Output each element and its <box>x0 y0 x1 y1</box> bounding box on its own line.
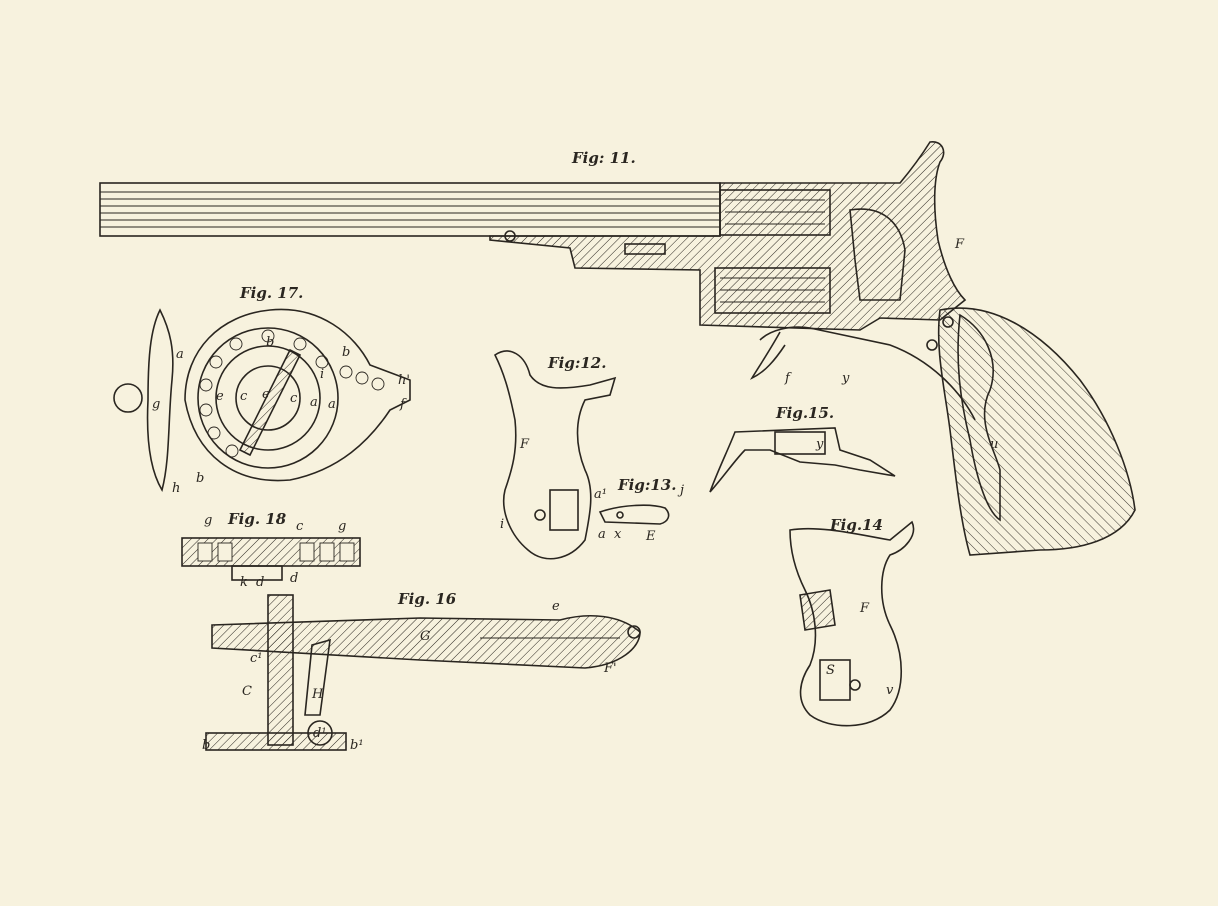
fig-13-label-a: a <box>598 527 606 542</box>
fig-11-revolver: Fig: 11. F f y u <box>99 141 1136 556</box>
fig-17-label-c2: c <box>290 391 298 406</box>
fig-16-label-d1: d¹ <box>313 726 327 741</box>
fig-18-label-g2: g <box>338 519 346 534</box>
fig-11-label-f: f <box>784 371 792 386</box>
fig-18-title: Fig. 18 <box>227 510 287 528</box>
fig-16-label-b: b <box>202 738 210 753</box>
fig-17-label-a2: a <box>310 395 318 410</box>
fig-17-label-b: b <box>342 345 350 360</box>
fig-16-label-c1: c¹ <box>250 651 263 666</box>
fig-17-label-h: h <box>172 481 180 496</box>
fig-13-label-E: E <box>645 529 656 544</box>
fig-17-label-f: f <box>399 397 407 412</box>
fig-12-title: Fig:12. <box>547 354 606 372</box>
fig-15-title: Fig.15. <box>775 404 834 422</box>
fig-16-label-b1: b¹ <box>350 738 364 753</box>
fig-18-label-d2: d <box>290 571 298 586</box>
fig-16-label-G: G <box>420 629 430 644</box>
fig-18-section: Fig. 18 g g c k d d <box>181 510 361 590</box>
fig-17-label-b2: b <box>266 335 274 350</box>
fig-16-label-H: H <box>311 687 324 702</box>
rammer-post <box>267 594 294 746</box>
cylinder-plate <box>184 308 411 482</box>
fig-17-label-e: e <box>216 389 224 404</box>
fig-16-label-F1: F' <box>603 661 617 676</box>
fig-17-label-c: c <box>240 389 248 404</box>
fig-17-label-g: g <box>152 397 160 412</box>
fig-14-label-S: S <box>826 663 835 678</box>
fig-16-label-C: C <box>242 684 252 699</box>
fig-16-label-e: e <box>552 599 560 614</box>
fig-17-label-e2: e <box>262 387 270 402</box>
fig-15-label-y: y <box>815 437 824 452</box>
fig-17-label-h1: h' <box>398 373 410 388</box>
lever-plate <box>146 308 174 493</box>
frame-section <box>489 141 967 331</box>
fig-16-loading-lever: Fig. 16 e G F' c¹ C H d¹ b b¹ <box>202 590 641 753</box>
cylinder <box>714 267 831 314</box>
fig-15-trigger: Fig.15. y <box>709 404 896 493</box>
fig-18-label-d: d <box>256 575 264 590</box>
fig-11-label-y: y <box>841 371 850 386</box>
fig-13-label-j: j <box>677 483 684 498</box>
fig-18-label-c: c <box>296 519 304 534</box>
fig-13-label-a1: a¹ <box>594 487 607 502</box>
fig-11-label-u: u <box>990 437 998 452</box>
grip <box>937 307 1136 556</box>
fig-14-hammer: Fig.14 F S v <box>789 516 915 727</box>
hammer-body <box>493 350 617 560</box>
fig-14-title: Fig.14 <box>829 516 883 534</box>
fig-17-label-i: i <box>320 367 324 382</box>
fig-17-title: Fig. 17. <box>239 284 303 302</box>
fig-11-label-F: F <box>954 237 965 252</box>
fig-12-hammer: Fig:12. F i <box>493 350 617 560</box>
fig-17-label-a3: a <box>328 397 336 412</box>
fig-16-title: Fig. 16 <box>397 590 457 608</box>
fig-14-label-v: v <box>886 683 894 698</box>
chamber-ring <box>199 329 385 458</box>
fig-12-label-F: F <box>519 437 530 452</box>
fig-13-title: Fig:13. <box>617 476 676 494</box>
fig-13-part: Fig:13. j a¹ a x E <box>594 476 684 544</box>
fig-18-label-k: k <box>240 575 248 590</box>
fig-17-cylinder-face: Fig. 17. a b b e c e c a a i g h h' f b <box>113 284 411 496</box>
fig-12-label-i: i <box>500 517 504 532</box>
fig-17-label-b3: b <box>196 471 204 486</box>
fig-17-label-a: a <box>176 347 184 362</box>
fig-14-label-F: F <box>859 601 870 616</box>
fig-13-label-x: x <box>614 527 622 542</box>
fig-11-title: Fig: 11. <box>571 149 636 167</box>
fig-18-label-g: g <box>204 513 212 528</box>
